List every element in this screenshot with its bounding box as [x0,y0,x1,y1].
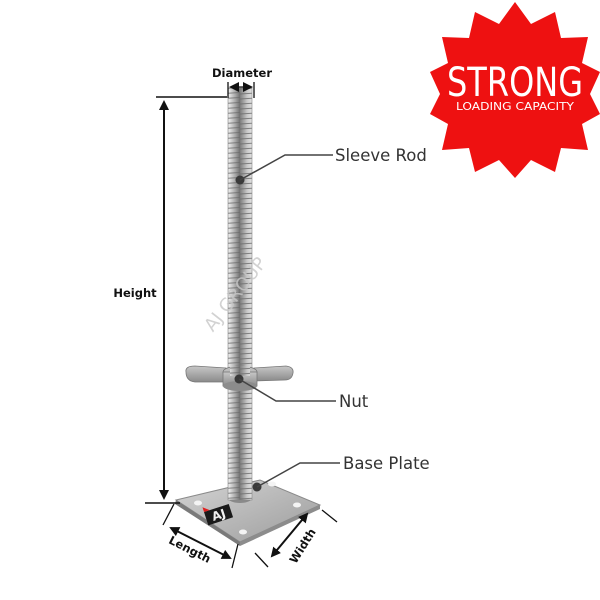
callout-nut: Nut [234,374,369,411]
sleeve-rod [227,87,253,501]
aj-logo: AJ [202,503,234,526]
strong-badge: STRONG LOADING CAPACITY [430,2,600,178]
badge-subtitle: LOADING CAPACITY [456,101,575,113]
nut-label: Nut [339,392,369,411]
svg-text:AJ: AJ [210,506,227,524]
height-label: Height [113,286,157,300]
diameter-dimension: Diameter [212,66,272,98]
sleeve-rod-label: Sleeve Rod [335,146,427,165]
callout-base-plate: Base Plate [252,454,430,492]
base-plate-label: Base Plate [343,454,430,473]
starburst-shape [430,2,600,178]
callout-sleeve-rod: Sleeve Rod [235,146,427,185]
diameter-label: Diameter [212,66,272,80]
badge-title: STRONG [447,60,583,106]
height-dimension: Height [113,96,227,504]
